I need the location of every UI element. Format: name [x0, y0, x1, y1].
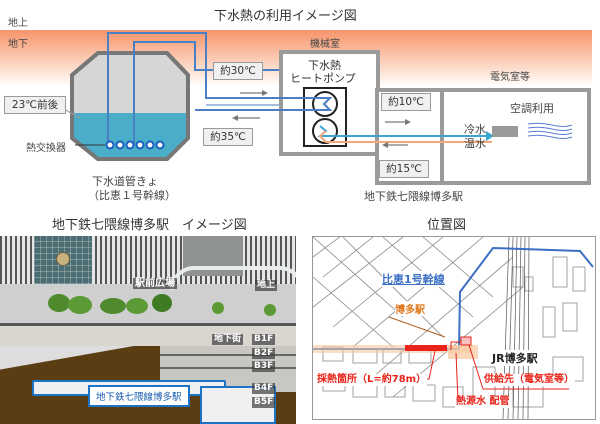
station-label-top: 地下鉄七隈線博多駅	[364, 190, 463, 203]
supply-destination-label: 供給先（電気室等）	[483, 374, 575, 386]
jr-hakata-label: JR博多駅	[492, 350, 538, 366]
temp-callout-30: 約30℃	[213, 62, 263, 80]
sewer-temp-callout: 23℃前後	[4, 96, 66, 114]
hot-water-label: 温水	[464, 137, 486, 150]
heat-pump-label-2: ヒートポンプ	[290, 72, 356, 85]
sewer-label-1: 下水道管きょ	[92, 175, 158, 188]
above-ground-label: 地上	[8, 18, 28, 29]
floor-b1f: B1F	[252, 334, 276, 345]
temp-callout-10: 約10℃	[381, 93, 431, 111]
location-map	[312, 236, 596, 420]
aircon-use-label: 空調利用	[510, 102, 554, 115]
floor-b5f: B5F	[252, 397, 276, 408]
trunk-line-label: 比恵1号幹線	[382, 271, 445, 287]
floor-b3f: B3F	[252, 361, 276, 372]
temp-callout-35: 約35℃	[203, 128, 253, 146]
electrical-room-label: 電気室等	[490, 72, 530, 83]
sewer-label-2: （比恵１号幹線）	[88, 189, 176, 202]
heat-exchanger-label: 熱交換器	[26, 143, 66, 154]
machine-room-label: 機械室	[310, 39, 340, 50]
floor-b4f: B4F	[252, 383, 276, 394]
heat-pump-label-1: 下水熱	[308, 59, 341, 72]
floor-b2f: B2F	[252, 348, 276, 359]
station-image-title: 地下鉄七隈線博多駅 イメージ図	[52, 218, 247, 233]
temp-callout-15: 約15℃	[379, 160, 429, 178]
pipe-flows	[195, 87, 573, 148]
ground-level-label: 地上	[255, 280, 278, 291]
location-map-title: 位置図	[427, 218, 467, 233]
heat-source-pipe-label: 熱源水 配管	[455, 396, 511, 408]
below-ground-label: 地下	[8, 39, 28, 50]
underground-mall-label: 地下街	[212, 334, 244, 345]
plaza-label: 駅前広場	[133, 278, 177, 289]
mid-box-lower	[375, 152, 444, 185]
cold-water-label: 冷水	[464, 123, 486, 136]
heat-collection-label: 採熱箇所（L=約78m）	[316, 374, 428, 386]
hakata-station-label: 博多駅	[395, 301, 425, 316]
station-box-label: 地下鉄七隈線博多駅	[88, 385, 190, 407]
diagram-title: 下水熱の利用イメージ図	[214, 9, 357, 24]
